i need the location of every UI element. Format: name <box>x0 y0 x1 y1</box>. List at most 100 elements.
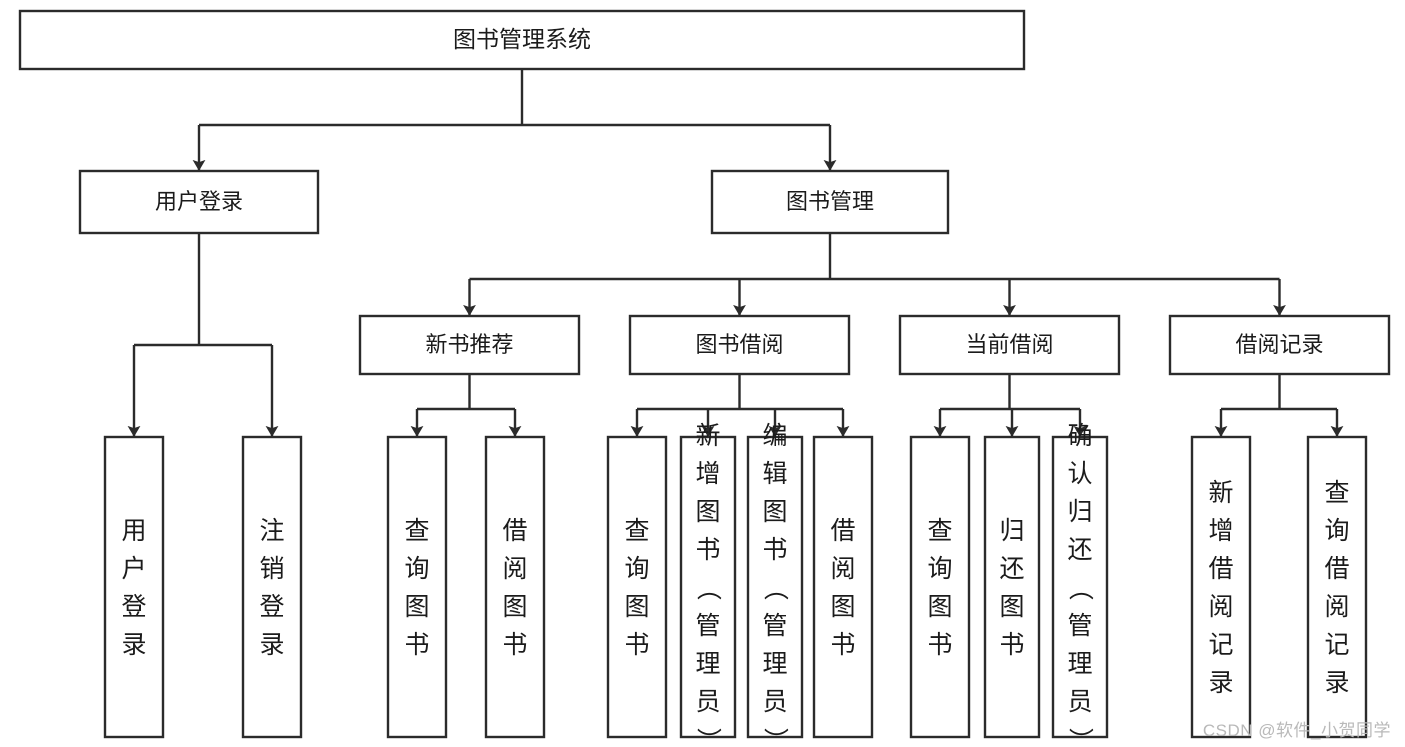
svg-text:书: 书 <box>624 631 649 659</box>
connector-group-records <box>1214 374 1344 437</box>
node-borrow[interactable]: 图书借阅 <box>628 314 851 376</box>
svg-text:）: ） <box>761 727 789 747</box>
node-box-bookmgmt <box>710 169 950 235</box>
node-box-root <box>18 9 1026 71</box>
node-box-leaf-nb-query <box>386 435 448 739</box>
svg-text:（: （ <box>694 575 722 600</box>
node-box-leaf-user-logout <box>241 435 303 739</box>
connector-group-root <box>192 69 837 171</box>
node-bookmgmt[interactable]: 图书管理 <box>710 169 950 235</box>
svg-text:图: 图 <box>762 498 787 526</box>
node-label-leaf-user-login: 用户登录 <box>121 517 146 659</box>
svg-text:书: 书 <box>762 536 787 564</box>
svg-text:还: 还 <box>1067 536 1092 564</box>
node-records[interactable]: 借阅记录 <box>1168 314 1391 376</box>
svg-text:借: 借 <box>1208 555 1233 583</box>
svg-text:借: 借 <box>502 517 527 545</box>
connector-group-bookmgmt <box>463 233 1286 316</box>
svg-text:查: 查 <box>927 517 952 545</box>
svg-text:阅: 阅 <box>830 555 855 583</box>
svg-text:询: 询 <box>624 555 649 583</box>
svg-text:）: ） <box>694 727 722 747</box>
svg-text:记: 记 <box>1324 631 1349 659</box>
svg-text:书: 书 <box>502 631 527 659</box>
svg-text:认: 认 <box>1067 460 1092 488</box>
node-login[interactable]: 用户登录 <box>78 169 320 235</box>
svg-text:图: 图 <box>502 593 527 621</box>
connector-lines <box>127 69 1344 437</box>
node-box-newbook <box>358 314 581 376</box>
svg-text:录: 录 <box>1208 669 1233 697</box>
node-label-login: 用户登录 <box>155 189 243 214</box>
svg-text:询: 询 <box>927 555 952 583</box>
svg-text:归: 归 <box>1067 498 1092 526</box>
svg-text:（: （ <box>1066 575 1094 600</box>
svg-text:查: 查 <box>624 517 649 545</box>
svg-text:书: 书 <box>404 631 429 659</box>
svg-text:登: 登 <box>259 593 284 621</box>
svg-text:新: 新 <box>1208 479 1233 507</box>
svg-text:阅: 阅 <box>1324 593 1349 621</box>
node-root[interactable]: 图书管理系统 <box>18 9 1026 71</box>
node-box-leaf-rc-query <box>1306 435 1368 739</box>
node-box-leaf-nb-borrow <box>484 435 546 739</box>
svg-text:归: 归 <box>999 517 1024 545</box>
svg-text:员: 员 <box>762 688 787 716</box>
svg-text:书: 书 <box>830 631 855 659</box>
node-label-newbook: 新书推荐 <box>425 332 513 357</box>
svg-text:录: 录 <box>259 631 284 659</box>
node-boxes: 图书管理系统用户登录图书管理新书推荐图书借阅当前借阅借阅记录用户登录注销登录查询… <box>18 9 1391 747</box>
svg-text:管: 管 <box>1067 612 1092 640</box>
node-box-leaf-rc-add <box>1190 435 1252 739</box>
svg-text:图: 图 <box>999 593 1024 621</box>
svg-text:理: 理 <box>1067 650 1092 678</box>
svg-text:增: 增 <box>695 460 720 488</box>
node-current[interactable]: 当前借阅 <box>898 314 1121 376</box>
svg-text:图: 图 <box>830 593 855 621</box>
svg-text:查: 查 <box>1324 479 1349 507</box>
svg-text:员: 员 <box>695 688 720 716</box>
node-label-records: 借阅记录 <box>1235 332 1323 357</box>
svg-text:（: （ <box>761 575 789 600</box>
svg-text:用: 用 <box>121 517 146 545</box>
svg-text:书: 书 <box>927 631 952 659</box>
node-box-leaf-cb-confirm <box>1051 435 1109 739</box>
svg-text:新: 新 <box>695 422 720 450</box>
svg-text:理: 理 <box>762 650 787 678</box>
svg-text:询: 询 <box>1324 517 1349 545</box>
node-newbook[interactable]: 新书推荐 <box>358 314 581 376</box>
node-label-borrow: 图书借阅 <box>695 332 783 357</box>
svg-text:录: 录 <box>121 631 146 659</box>
connector-group-borrow <box>630 374 850 437</box>
svg-text:辑: 辑 <box>762 460 787 488</box>
svg-text:阅: 阅 <box>1208 593 1233 621</box>
node-leaf-user-login[interactable]: 用户登录 <box>103 435 165 739</box>
node-box-leaf-bw-borrow <box>812 435 874 739</box>
connector-group-login <box>127 233 279 437</box>
connector-group-newbook <box>410 374 522 437</box>
node-label-root: 图书管理系统 <box>453 26 591 52</box>
svg-text:图: 图 <box>404 593 429 621</box>
svg-text:户: 户 <box>121 555 146 583</box>
